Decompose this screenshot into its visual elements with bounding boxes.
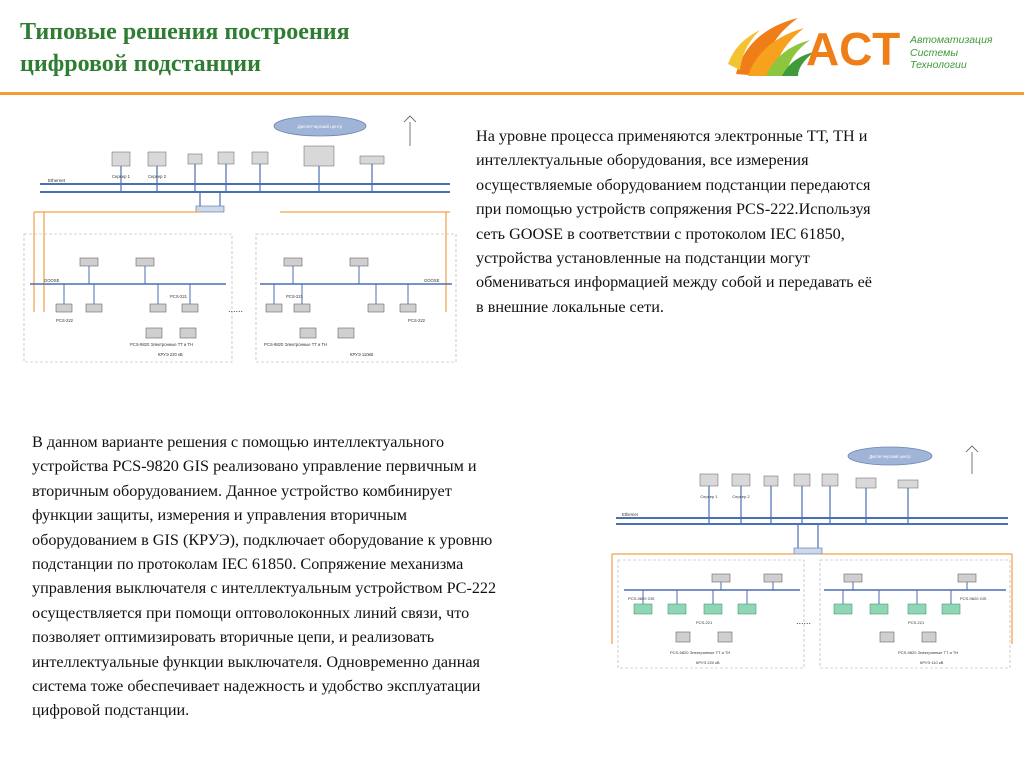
bay-devices — [55, 257, 417, 339]
cloud-label: Диспетчерский центр — [869, 454, 911, 459]
dispatch-cloud — [273, 115, 367, 137]
pcs221-left-label: PCS-221 — [170, 294, 188, 299]
bottom-left-label: PCS-9820 Электронные ТТ и ТН — [670, 650, 730, 655]
logo-tagline: Автоматизация Системы Технологии — [910, 34, 1020, 72]
paragraph-line: управления выключателя с интеллектуальны… — [32, 579, 497, 598]
gis-devices — [633, 603, 961, 615]
bay-box-left — [23, 233, 233, 363]
bay-devices — [675, 573, 977, 643]
bay-droplines — [642, 582, 968, 604]
gps-icon — [359, 155, 385, 165]
logo-tagline-line-3: Технологии — [910, 59, 967, 71]
kru-left-label: КРУЭ 220 кВ — [158, 352, 183, 357]
bay-box-right — [255, 233, 457, 363]
ethernet-label: Ethernet — [622, 512, 639, 517]
fiber-links — [611, 553, 1013, 644]
kru-right-label: КРУЭ 110 кВ — [920, 660, 944, 665]
server-1-icon — [699, 473, 719, 487]
paragraph-line: цифровой подстанции. — [32, 701, 190, 720]
pcs9820-right-label: PCS-9820 GIS — [960, 596, 987, 601]
pcs221-right-label: PCS-221 — [908, 620, 925, 625]
kru-right-label: КРУЭ 110кВ — [350, 352, 373, 357]
paragraph-line: осуществляется при помощи оптоволоконных… — [32, 603, 470, 622]
page-title-line-2: цифровой подстанции — [20, 51, 261, 77]
paragraph-line: позволяет оптимизировать вторичные цепи,… — [32, 628, 435, 647]
paragraph-process-level: На уровне процесса применяются электронн… — [476, 124, 872, 319]
paragraph-line: обмениваться информацией между собой и п… — [476, 273, 872, 292]
logo-name: АСТ — [806, 23, 902, 75]
station-devices — [111, 145, 385, 167]
server-2-icon — [147, 151, 167, 167]
gps-icon — [897, 479, 919, 489]
paragraph-line: оборудованием в GIS (КРУЭ), подключает о… — [32, 530, 493, 549]
pcs222-right-label: PCS-222 — [408, 318, 426, 323]
antenna-icon — [965, 445, 979, 453]
ethernet-label: Ethernet — [48, 178, 66, 183]
dots-label: ...... — [796, 616, 811, 626]
pcs222-left-label: PCS-222 — [56, 318, 74, 323]
pcs9820-left-label: PCS-9820 GIS — [628, 596, 655, 601]
logo-tagline-line-1: Автоматизация — [910, 34, 993, 46]
bottom-right-label: PCS-9820 Электронные ТТ и ТН — [264, 342, 327, 347]
paragraph-line: при помощью устройств сопряжения PCS-222… — [476, 200, 871, 219]
goose-links — [33, 211, 450, 312]
workstation-3-icon — [251, 151, 269, 165]
antenna-icon — [403, 115, 417, 123]
server-2-icon — [731, 473, 751, 487]
bay-droplines — [63, 266, 409, 304]
kru-left-label: КРУЭ 220 кВ — [696, 660, 720, 665]
gateway-icon — [855, 477, 877, 489]
station-devices — [699, 473, 919, 489]
page-title-line-1: Типовые решения построения — [20, 19, 350, 45]
paragraph-line: подстанции по протоколам IEC 61850. Сопр… — [32, 555, 464, 574]
logo-tagline-line-2: Системы — [910, 46, 959, 59]
bay-box-left — [617, 559, 805, 669]
server-1-icon — [111, 151, 131, 167]
workstation-2-icon — [793, 473, 811, 487]
gateway-icon — [303, 145, 335, 167]
paragraph-line: осуществляемые оборудованием подстанции … — [476, 175, 871, 194]
cloud-label: Диспетчерский центр — [298, 123, 343, 129]
paragraph-line: сеть GOOSE в соответствии с протоколом I… — [476, 224, 845, 243]
pcs221-left-label: PCS-221 — [696, 620, 713, 625]
goose-left-label: GOOSE — [44, 278, 60, 283]
switch-icon — [793, 547, 823, 555]
paragraph-line: устройства PCS-9820 GIS реализовано упра… — [32, 457, 477, 476]
substation-diagram-2: Диспетчерский центр Сервер 1 Сервер 2 Et… — [611, 445, 1013, 669]
station-droplines — [120, 164, 373, 212]
paragraph-line: система тоже обеспечивает надежность и у… — [32, 677, 481, 696]
act-logo-icon — [728, 18, 814, 76]
paragraph-line: функции защиты, измерения и управления в… — [32, 506, 407, 525]
pcs221-right-label: PCS-221 — [286, 294, 304, 299]
switch-icon — [195, 205, 225, 213]
goose-right-label: GOOSE — [424, 278, 440, 283]
workstation-icon — [763, 475, 779, 487]
page-title: Типовые решения построения цифровой подс… — [20, 16, 460, 80]
paragraph-line: в внешние локальные сети. — [476, 297, 664, 316]
paragraph-line: В данном варианте решения с помощью инте… — [32, 433, 445, 451]
paragraph-line: интеллектуальные функции выключателя. Од… — [32, 652, 481, 671]
workstation-3-icon — [821, 473, 839, 487]
workstation-icon — [187, 153, 203, 165]
paragraph-line: устройства установленные на подстанции м… — [476, 249, 810, 268]
header-divider — [0, 92, 1024, 95]
paragraph-line: интеллектуальные оборудования, все измер… — [476, 151, 809, 170]
paragraph-line: На уровне процесса применяются электронн… — [476, 127, 868, 145]
logo-swoosh — [728, 18, 814, 76]
paragraph-line: вторичным оборудованием. Данное устройст… — [32, 481, 452, 500]
workstation-2-icon — [217, 151, 235, 165]
dispatch-cloud — [847, 446, 933, 466]
bottom-right-label: PCS-9820 Электронные ТТ и ТН — [898, 650, 958, 655]
bottom-left-label: PCS-9820 Электронные ТТ и ТН — [130, 342, 193, 347]
substation-diagram-1: Диспетчерский центр Сервер 1 Сервер 2 Et… — [23, 115, 457, 363]
dots-label: ...... — [228, 304, 243, 314]
paragraph-gis-solution: В данном варианте решения с помощью инте… — [32, 430, 496, 723]
bay-box-right — [819, 559, 1011, 669]
